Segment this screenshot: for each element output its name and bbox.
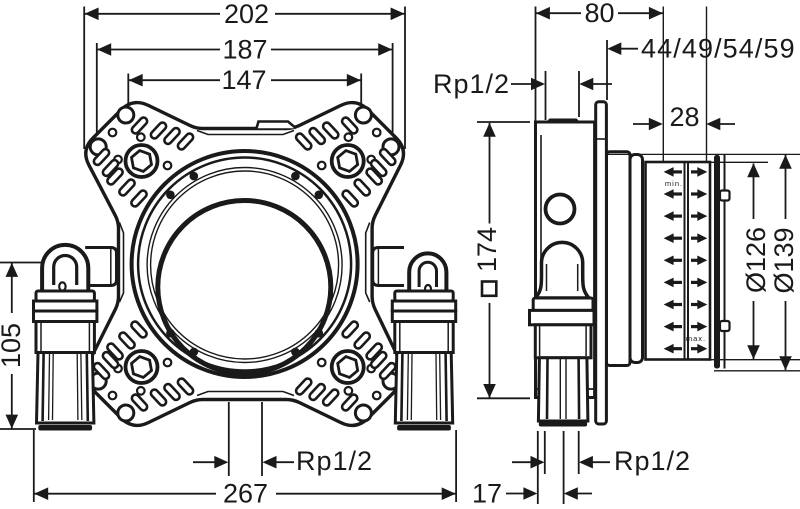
svg-text:Ø139: Ø139 bbox=[769, 227, 799, 293]
svg-text:44/49/54/59: 44/49/54/59 bbox=[641, 34, 796, 64]
svg-text:Rp1/2: Rp1/2 bbox=[614, 446, 691, 476]
svg-text:17: 17 bbox=[472, 479, 502, 509]
svg-text:147: 147 bbox=[221, 65, 266, 95]
svg-text:105: 105 bbox=[0, 323, 26, 368]
svg-text:202: 202 bbox=[224, 0, 269, 29]
svg-text:Rp1/2: Rp1/2 bbox=[296, 446, 373, 476]
svg-text:max.: max. bbox=[686, 334, 706, 343]
svg-text:80: 80 bbox=[584, 0, 614, 28]
svg-text:187: 187 bbox=[222, 35, 267, 65]
svg-text:28: 28 bbox=[669, 102, 699, 132]
svg-text:min.: min. bbox=[665, 179, 683, 188]
svg-text:174: 174 bbox=[472, 227, 502, 272]
svg-text:Ø126: Ø126 bbox=[741, 227, 771, 293]
svg-text:267: 267 bbox=[223, 479, 268, 509]
svg-text:Rp1/2: Rp1/2 bbox=[433, 69, 510, 99]
